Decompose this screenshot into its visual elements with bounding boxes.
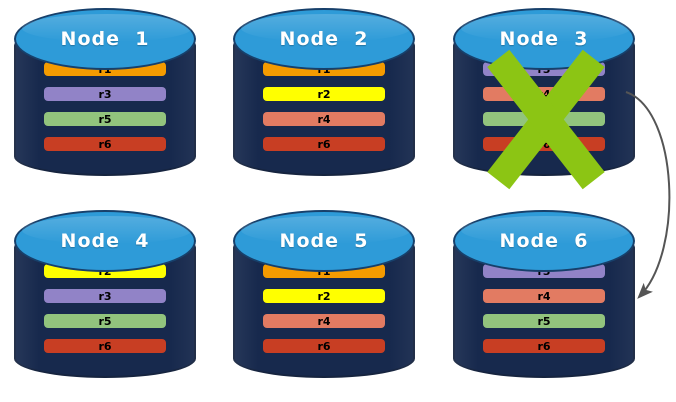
database-node-5[interactable]: r1r2r4r6Node 5 (233, 210, 415, 388)
node-label: Node 5 (279, 230, 369, 252)
database-node-4[interactable]: r2r3r5r6Node 4 (14, 210, 196, 388)
record-list: r3r4r5r6 (483, 264, 605, 353)
record-list: r1r2r4r6 (263, 62, 385, 151)
record-bar-r5: r5 (44, 314, 166, 328)
record-bar-r6: r6 (483, 137, 605, 151)
node-label: Node 4 (60, 230, 150, 252)
record-bar-r4: r4 (483, 289, 605, 303)
record-bar-r5: r5 (483, 112, 605, 126)
record-bar-r3: r3 (44, 289, 166, 303)
database-node-3[interactable]: r3r4r5r6Node 3 (453, 8, 635, 190)
record-bar-r4: r4 (263, 314, 385, 328)
node-label: Node 6 (499, 230, 589, 252)
record-bar-r2: r2 (263, 87, 385, 101)
record-bar-r2: r2 (263, 289, 385, 303)
node-label: Node 2 (279, 28, 369, 50)
record-list: r1r3r5r6 (44, 62, 166, 151)
record-list: r2r3r5r6 (44, 264, 166, 353)
database-node-6[interactable]: r3r4r5r6Node 6 (453, 210, 635, 388)
node-label: Node 3 (499, 28, 589, 50)
node-label: Node 1 (60, 28, 150, 50)
record-bar-r3: r3 (44, 87, 166, 101)
database-node-1[interactable]: r1r3r5r6Node 1 (14, 8, 196, 186)
record-bar-r4: r4 (263, 112, 385, 126)
record-bar-r4: r4 (483, 87, 605, 101)
record-bar-r5: r5 (44, 112, 166, 126)
record-bar-r6: r6 (44, 339, 166, 353)
record-list: r1r2r4r6 (263, 264, 385, 353)
record-list: r3r4r5r6 (483, 62, 605, 151)
record-bar-r6: r6 (263, 339, 385, 353)
record-bar-r6: r6 (263, 137, 385, 151)
record-bar-r5: r5 (483, 314, 605, 328)
record-bar-r6: r6 (483, 339, 605, 353)
record-bar-r6: r6 (44, 137, 166, 151)
database-node-2[interactable]: r1r2r4r6Node 2 (233, 8, 415, 186)
